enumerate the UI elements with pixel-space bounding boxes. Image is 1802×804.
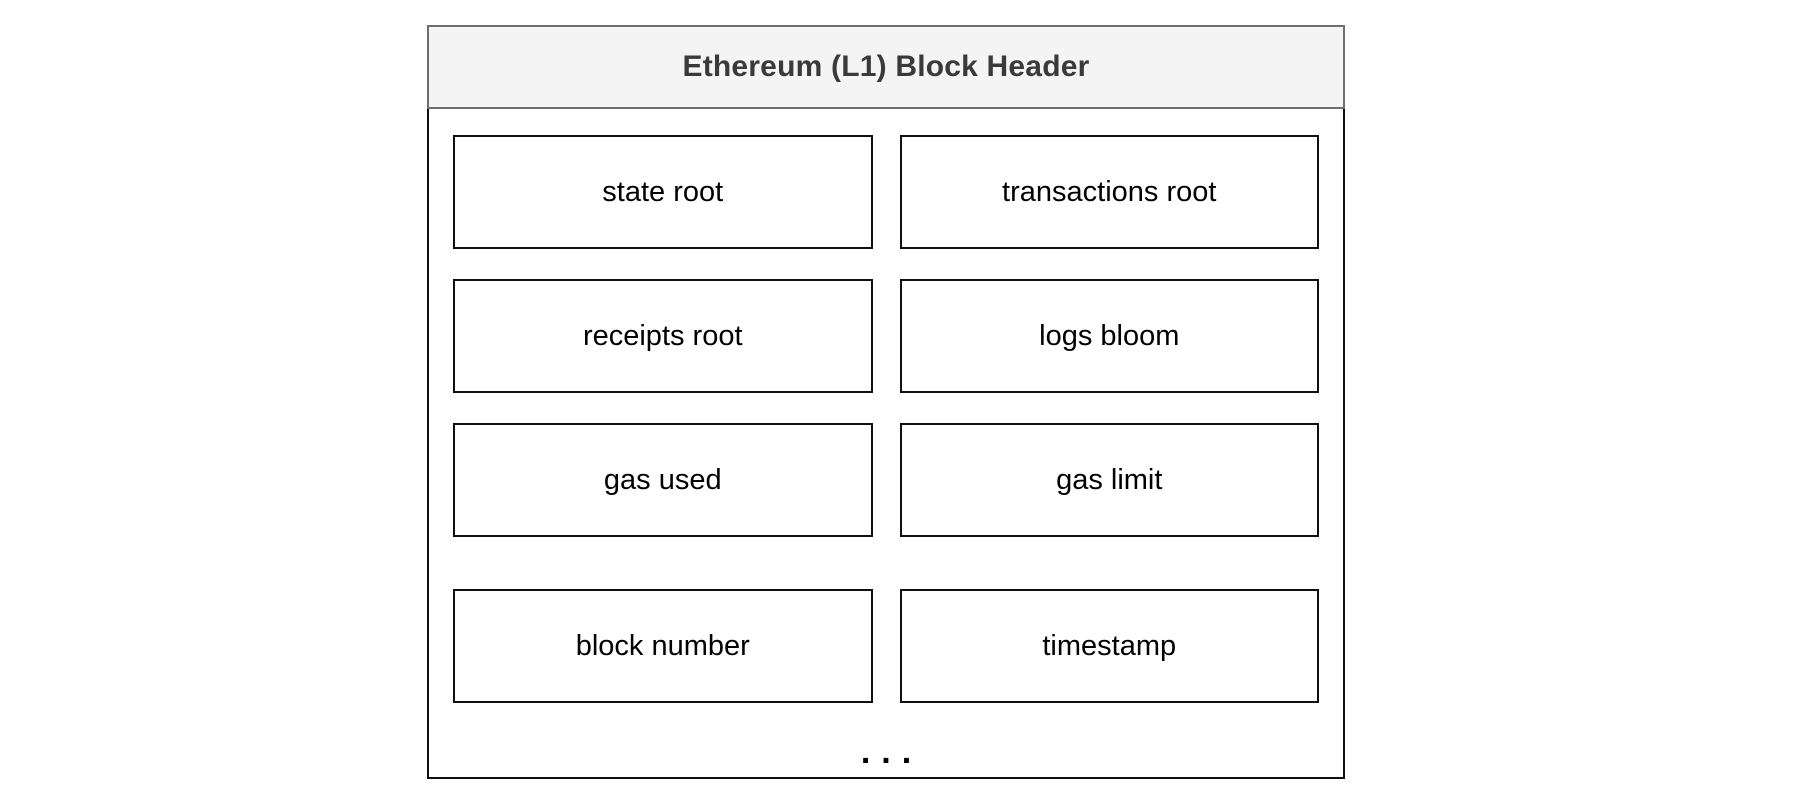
block-header-container: Ethereum (L1) Block Header state root tr… (427, 25, 1345, 779)
field-label: gas used (603, 463, 722, 496)
field-row: block number timestamp (453, 589, 1319, 703)
block-header-title-bar: Ethereum (L1) Block Header (427, 25, 1345, 109)
field-label: receipts root (582, 319, 743, 352)
field-label: state root (602, 175, 724, 208)
field-cell-transactions-root[interactable]: transactions root (899, 135, 1319, 249)
field-label: transactions root (1002, 175, 1217, 208)
continuation-ellipsis: ... (453, 733, 1319, 777)
field-row: state root transactions root (453, 135, 1319, 249)
block-header-title: Ethereum (L1) Block Header (682, 50, 1090, 83)
field-label: logs bloom (1039, 319, 1180, 352)
field-cell-receipts-root[interactable]: receipts root (453, 279, 873, 393)
field-cell-logs-bloom[interactable]: logs bloom (899, 279, 1319, 393)
field-row: gas used gas limit (453, 423, 1319, 537)
field-cell-timestamp[interactable]: timestamp (899, 589, 1319, 703)
continuation-ellipsis-label: ... (860, 733, 923, 771)
field-label: timestamp (1042, 629, 1177, 662)
block-header-fields-area: state root transactions root receipts ro… (429, 109, 1343, 777)
field-row: receipts root logs bloom (453, 279, 1319, 393)
field-cell-block-number[interactable]: block number (453, 589, 873, 703)
field-label: gas limit (1056, 463, 1163, 496)
field-cell-gas-limit[interactable]: gas limit (899, 423, 1319, 537)
field-cell-state-root[interactable]: state root (453, 135, 873, 249)
field-label: block number (575, 629, 750, 662)
field-cell-gas-used[interactable]: gas used (453, 423, 873, 537)
